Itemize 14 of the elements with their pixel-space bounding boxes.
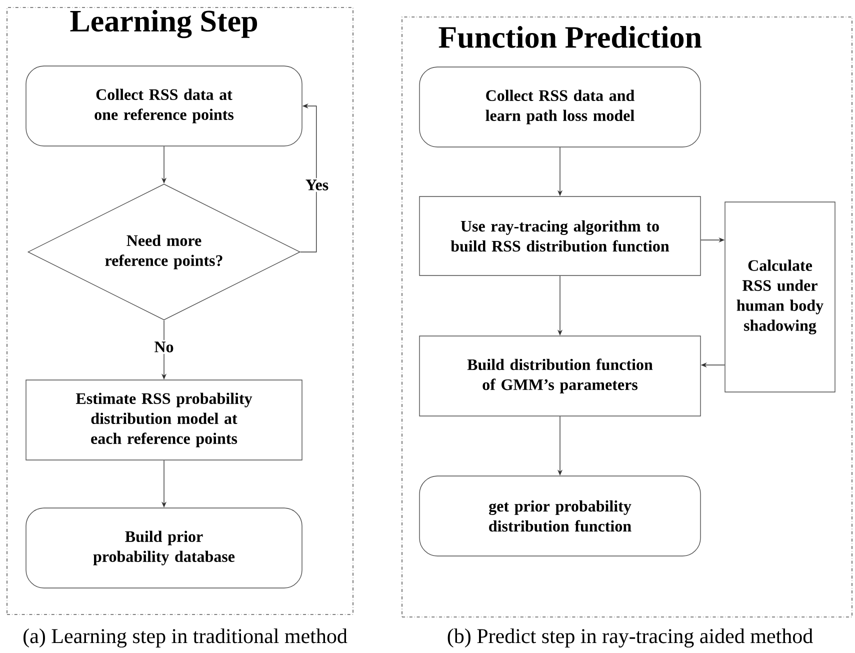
panel-title: Learning Step (70, 10, 258, 38)
subfigure-caption: (b) Predict step in ray-tracing aided method (448, 628, 813, 648)
rounded-step-box: get prior probability distribution function (419, 476, 701, 556)
process-box: Estimate RSS probability distribution model at each reference points (26, 380, 302, 460)
process-box: Calculate RSS under human body shadowing (724, 202, 836, 392)
edge-label: No (152, 340, 176, 354)
panel-title: Function Prediction (438, 26, 702, 48)
subfigure-caption: (a) Learning step in traditional method (24, 628, 348, 648)
rounded-step-box: Build prior probability database (26, 508, 302, 588)
rounded-step-box: Collect RSS data at one reference points (26, 66, 302, 146)
rounded-step-box: Collect RSS data and learn path loss model (419, 66, 701, 148)
process-box: Use ray-tracing algorithm to build RSS distribution function (419, 196, 701, 276)
edge-label: Yes (304, 178, 330, 192)
process-box: Build distribution function of GMM’s parameters (419, 336, 701, 416)
